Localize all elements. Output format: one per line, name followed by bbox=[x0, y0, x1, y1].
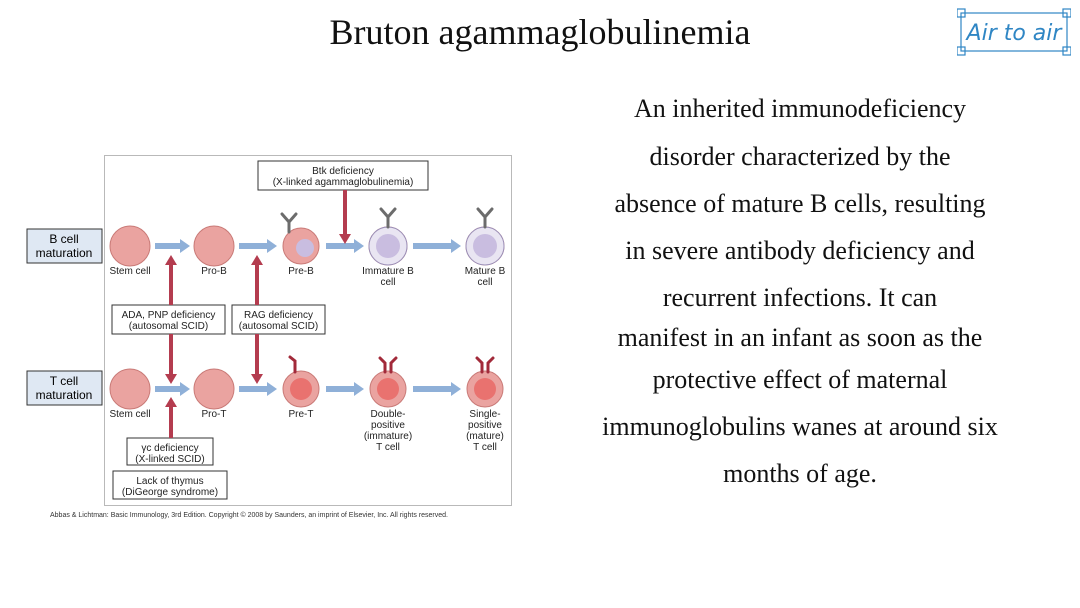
t-label-line1: T cell bbox=[50, 374, 78, 388]
paragraph-line: in severe antibody deficiency and bbox=[625, 236, 975, 265]
gamma-c-deficiency-box-text: γc deficiency bbox=[141, 443, 198, 454]
t-cell-receptor bbox=[475, 356, 495, 374]
b-label-line2: maturation bbox=[36, 246, 93, 260]
t-cell-label: Double- bbox=[370, 409, 405, 420]
ada-deficiency-box-text: ADA, PNP deficiency bbox=[122, 310, 216, 321]
rag-up-arrow-head bbox=[251, 255, 263, 265]
t-cell-label: Pre-T bbox=[289, 409, 314, 420]
t-flow-arrow bbox=[413, 386, 451, 392]
b-cell-receptor bbox=[280, 212, 298, 234]
t-cell-nucleus bbox=[474, 378, 496, 400]
b-flow-arrow-head bbox=[267, 239, 277, 253]
b-cell-label: Stem cell bbox=[109, 266, 150, 277]
paragraph-line: absence of mature B cells, resulting bbox=[614, 189, 986, 218]
t-cell-label: T cell bbox=[473, 442, 497, 453]
t-cell-label: Single- bbox=[469, 409, 500, 420]
side-labels: B cell maturation T cell maturation bbox=[26, 228, 103, 406]
figure-credit: Abbas & Lichtman: Basic Immunology, 3rd … bbox=[50, 512, 448, 519]
btk-block-arrow-head bbox=[339, 234, 351, 244]
paragraph-line: disorder characterized by the bbox=[649, 142, 951, 171]
t-cell-label: positive bbox=[371, 420, 405, 431]
t-cell-label: positive bbox=[468, 420, 502, 431]
btk-deficiency-box-text: Btk deficiency bbox=[312, 166, 374, 177]
t-cell-nucleus bbox=[377, 378, 399, 400]
b-flow-arrow-head bbox=[180, 239, 190, 253]
b-cell-label: Mature B bbox=[465, 266, 506, 277]
rag-down-arrow-head bbox=[251, 374, 263, 384]
gamma-c-deficiency-box bbox=[126, 437, 214, 466]
logo-text: Air to air bbox=[965, 21, 1064, 46]
b-cell-label: Immature B bbox=[362, 266, 414, 277]
slide-title: Bruton agammaglobulinemia bbox=[329, 12, 751, 52]
paragraph-line: An inherited immunodeficiency bbox=[633, 94, 967, 123]
b-flow-arrow-head bbox=[354, 239, 364, 253]
b-flow-arrow bbox=[155, 243, 180, 249]
b-cell bbox=[193, 225, 235, 267]
btk-block-arrow bbox=[343, 190, 347, 234]
b-flow-arrow bbox=[413, 243, 451, 249]
thymus-box bbox=[112, 470, 228, 500]
rag-deficiency-box bbox=[231, 304, 326, 335]
t-flow-arrow-head bbox=[180, 382, 190, 396]
b-flow-arrow-head bbox=[451, 239, 461, 253]
b-cell-label: cell bbox=[380, 277, 395, 288]
paragraph-line: manifest in an infant as soon as the bbox=[617, 323, 983, 352]
t-flow-arrow-head bbox=[451, 382, 461, 396]
ada-down-arrow bbox=[169, 334, 173, 374]
b-label-line1: B cell bbox=[49, 232, 78, 246]
ada-up-arrow bbox=[169, 265, 173, 305]
b-flow-arrow bbox=[326, 243, 354, 249]
b-cell-label: Pro-B bbox=[201, 266, 227, 277]
t-flow-arrow-head bbox=[354, 382, 364, 396]
t-cell-nucleus bbox=[290, 378, 312, 400]
t-cell-label-box bbox=[26, 370, 103, 406]
t-cell-label: (mature) bbox=[466, 431, 504, 442]
t-cell-label: Stem cell bbox=[109, 409, 150, 420]
ada-deficiency-box-text: (autosomal SCID) bbox=[129, 321, 208, 332]
t-flow-arrow-head bbox=[267, 382, 277, 396]
t-cell-label: (immature) bbox=[364, 431, 412, 442]
t-cell-receptor bbox=[378, 356, 398, 374]
logo: Air to air bbox=[957, 8, 1071, 56]
b-cell-nucleus bbox=[296, 239, 314, 257]
paragraph-line: protective effect of maternal bbox=[652, 365, 948, 394]
b-cell-nucleus bbox=[473, 234, 497, 258]
ada-deficiency-box bbox=[111, 304, 226, 335]
t-cell bbox=[109, 368, 151, 410]
t-cell-label: T cell bbox=[376, 442, 400, 453]
rag-deficiency-box-text: (autosomal SCID) bbox=[239, 321, 318, 332]
gamma-c-deficiency-box-text: (X-linked SCID) bbox=[135, 454, 204, 465]
ada-up-arrow-head bbox=[165, 255, 177, 265]
t-flow-arrow bbox=[326, 386, 354, 392]
t-cell-receptor bbox=[288, 355, 297, 374]
t-cell-label: Pro-T bbox=[202, 409, 227, 420]
paragraph-line: months of age. bbox=[723, 459, 877, 488]
gamma-c-up-arrow-head bbox=[165, 397, 177, 407]
paragraph-line: immunoglobulins wanes at around six bbox=[602, 412, 998, 441]
t-cell bbox=[193, 368, 235, 410]
rag-down-arrow bbox=[255, 334, 259, 374]
b-cell-nucleus bbox=[376, 234, 400, 258]
b-cell-label: Pre-B bbox=[288, 266, 314, 277]
t-label-line2: maturation bbox=[36, 388, 93, 402]
b-cell bbox=[109, 225, 151, 267]
btk-deficiency-box-text: (X-linked agammaglobulinemia) bbox=[273, 177, 414, 188]
ada-down-arrow-head bbox=[165, 374, 177, 384]
t-flow-arrow bbox=[239, 386, 267, 392]
b-cell-receptor bbox=[379, 207, 397, 229]
gamma-c-up-arrow bbox=[169, 407, 173, 438]
t-flow-arrow bbox=[155, 386, 180, 392]
b-cell-label: cell bbox=[477, 277, 492, 288]
paragraph-line: recurrent infections. It can bbox=[662, 283, 938, 312]
rag-up-arrow bbox=[255, 265, 259, 305]
thymus-box-text: Lack of thymus bbox=[136, 476, 203, 487]
thymus-box-text: (DiGeorge syndrome) bbox=[122, 487, 218, 498]
rag-deficiency-box-text: RAG deficiency bbox=[244, 310, 313, 321]
b-cell-receptor bbox=[476, 207, 494, 229]
b-flow-arrow bbox=[239, 243, 267, 249]
btk-deficiency-box bbox=[257, 160, 429, 191]
b-cell-label-box bbox=[26, 228, 103, 264]
